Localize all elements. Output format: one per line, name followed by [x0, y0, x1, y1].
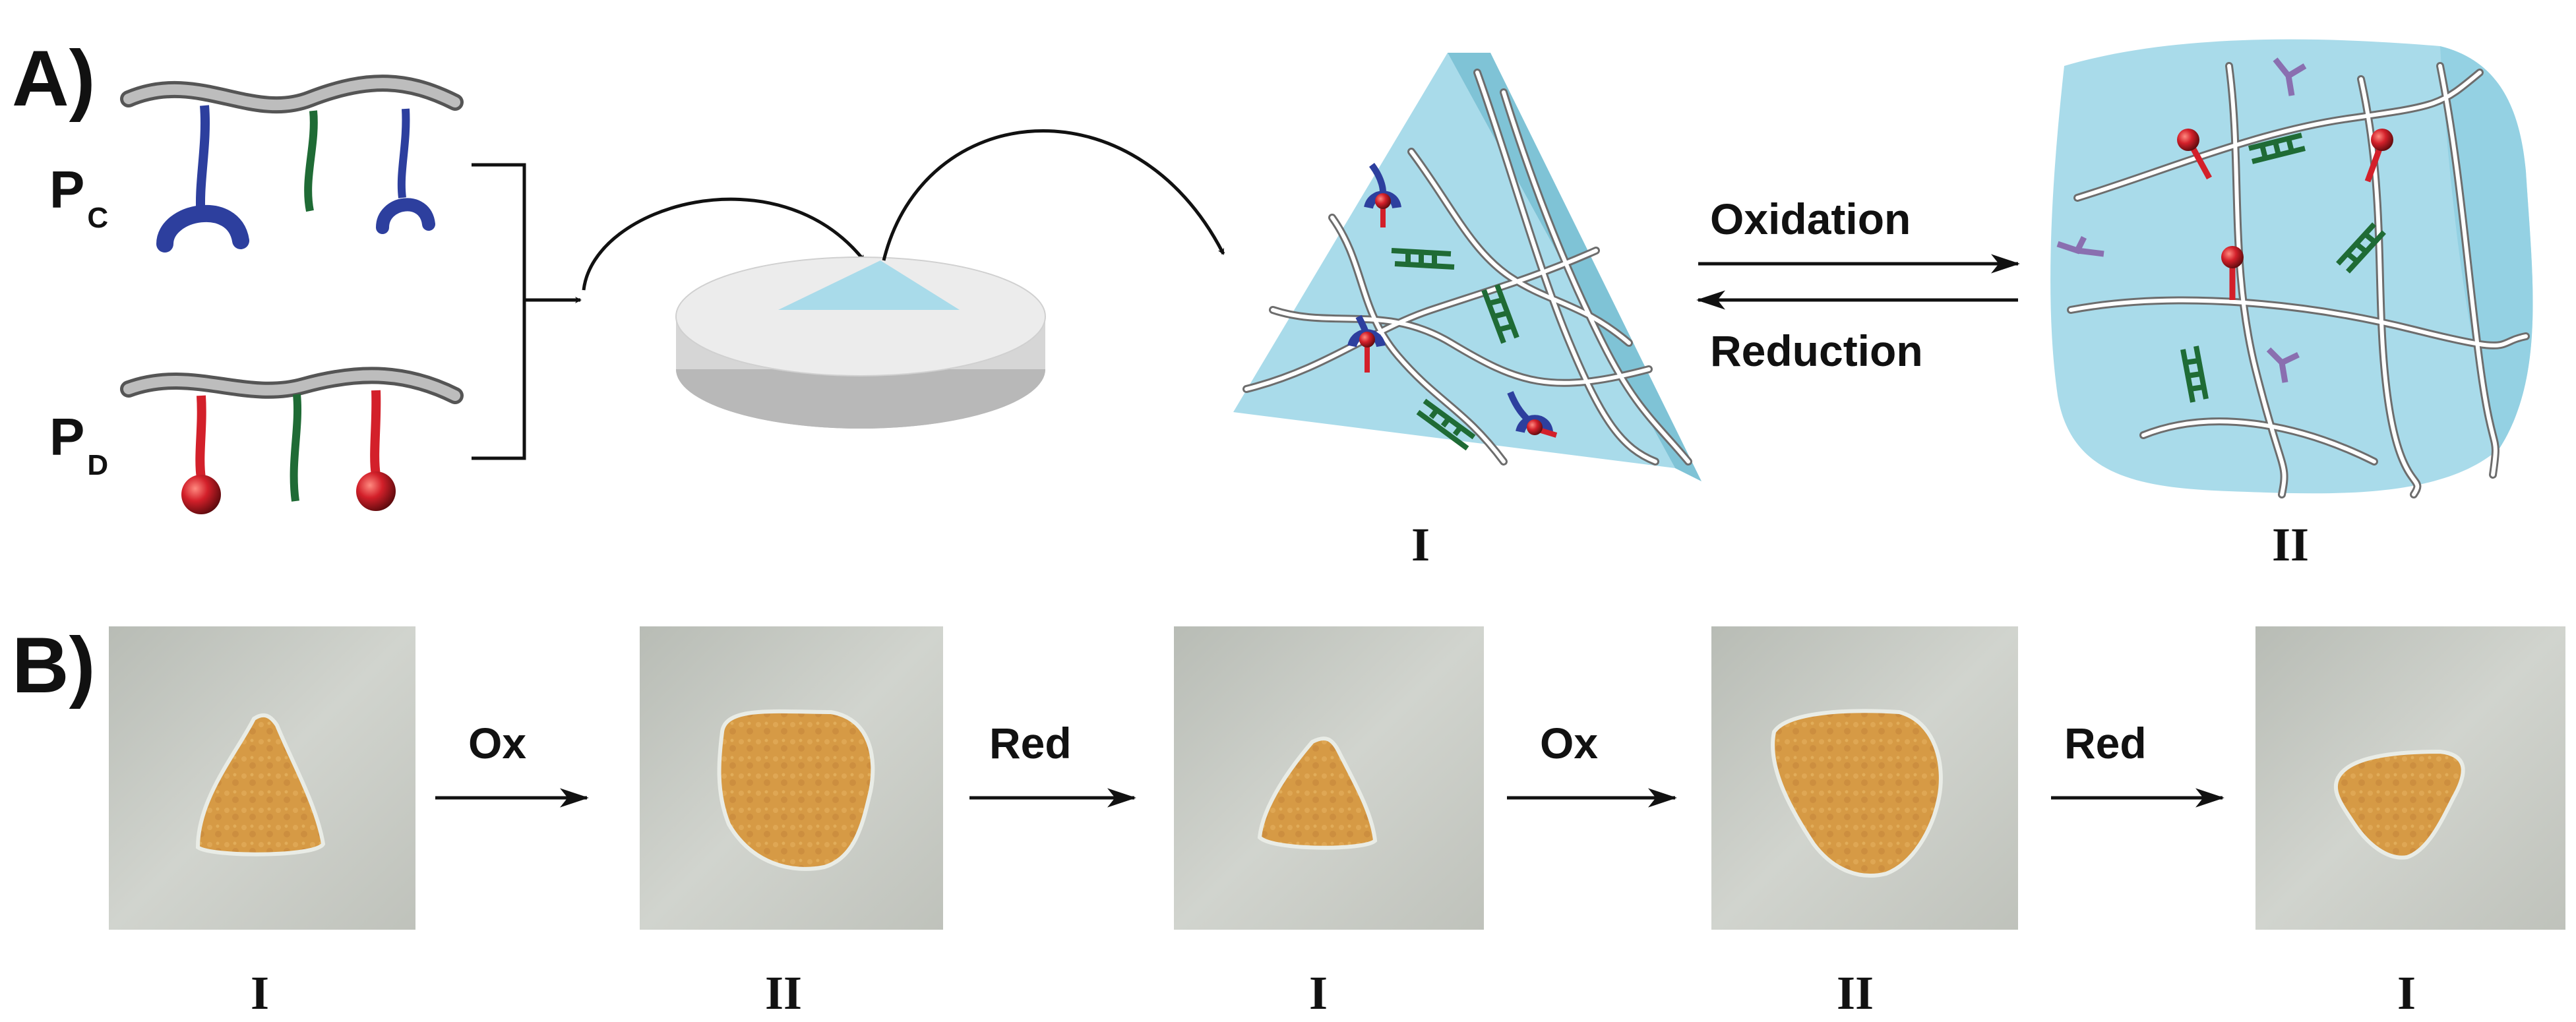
free-guests-state-two [2177, 129, 2393, 300]
photo-label-5: I [2397, 967, 2416, 1019]
photo-label-3: I [1309, 967, 1328, 1019]
reduction-label: Reduction [1710, 326, 1923, 375]
polymer-d [120, 367, 464, 514]
step-label-4: Red [2064, 719, 2147, 767]
step-label-3: Ox [1540, 719, 1598, 767]
photo-label-1: I [251, 967, 269, 1019]
polymer-c [120, 75, 464, 253]
step-label-2: Red [989, 719, 1072, 767]
guest-arm-2 [370, 390, 381, 476]
photo-label-4: II [1837, 967, 1874, 1019]
host-guest-pairs-state-one [1347, 163, 1558, 438]
photo-state-one-a [109, 626, 415, 930]
mould-disc [675, 256, 1046, 429]
photo-label-2: II [765, 967, 802, 1019]
swollen-gel-state-two [2050, 39, 2533, 498]
photo-state-one-b [1174, 626, 1484, 930]
polymer-d-label: PD [49, 407, 108, 481]
dna-duplexes-state-two [2180, 133, 2386, 403]
curved-arrow-in [582, 197, 865, 291]
dna-strand-d [290, 394, 302, 502]
state-one-label: I [1411, 518, 1430, 571]
guest-arm-1 [195, 395, 206, 479]
step-label-1: Ox [468, 719, 526, 767]
mixing-bracket [472, 163, 526, 460]
host-arm-2 [397, 108, 410, 198]
panel-a-label: A) [12, 34, 96, 123]
triangle-mould-cavity [778, 260, 960, 310]
panel-b-label: B) [12, 621, 96, 709]
host-cup-1 [156, 204, 249, 253]
curved-arrow-out [882, 129, 1225, 261]
dna-strand-c [304, 110, 318, 212]
guest-ball-1 [181, 475, 221, 514]
polymer-c-label: PC [49, 160, 108, 234]
host-arm-1 [195, 105, 210, 218]
photo-state-two-b [1711, 626, 2018, 930]
oxidation-label: Oxidation [1710, 195, 1911, 243]
guest-ball-2 [356, 471, 396, 511]
triangle-gel-state-one [1233, 53, 1702, 481]
photo-state-one-c [2255, 626, 2565, 930]
photo-state-two-a [640, 626, 943, 930]
host-cup-2 [376, 198, 435, 234]
state-two-label: II [2272, 518, 2309, 571]
dna-duplexes-state-one [1391, 248, 1519, 451]
oxidized-hosts-state-two [2056, 57, 2307, 383]
